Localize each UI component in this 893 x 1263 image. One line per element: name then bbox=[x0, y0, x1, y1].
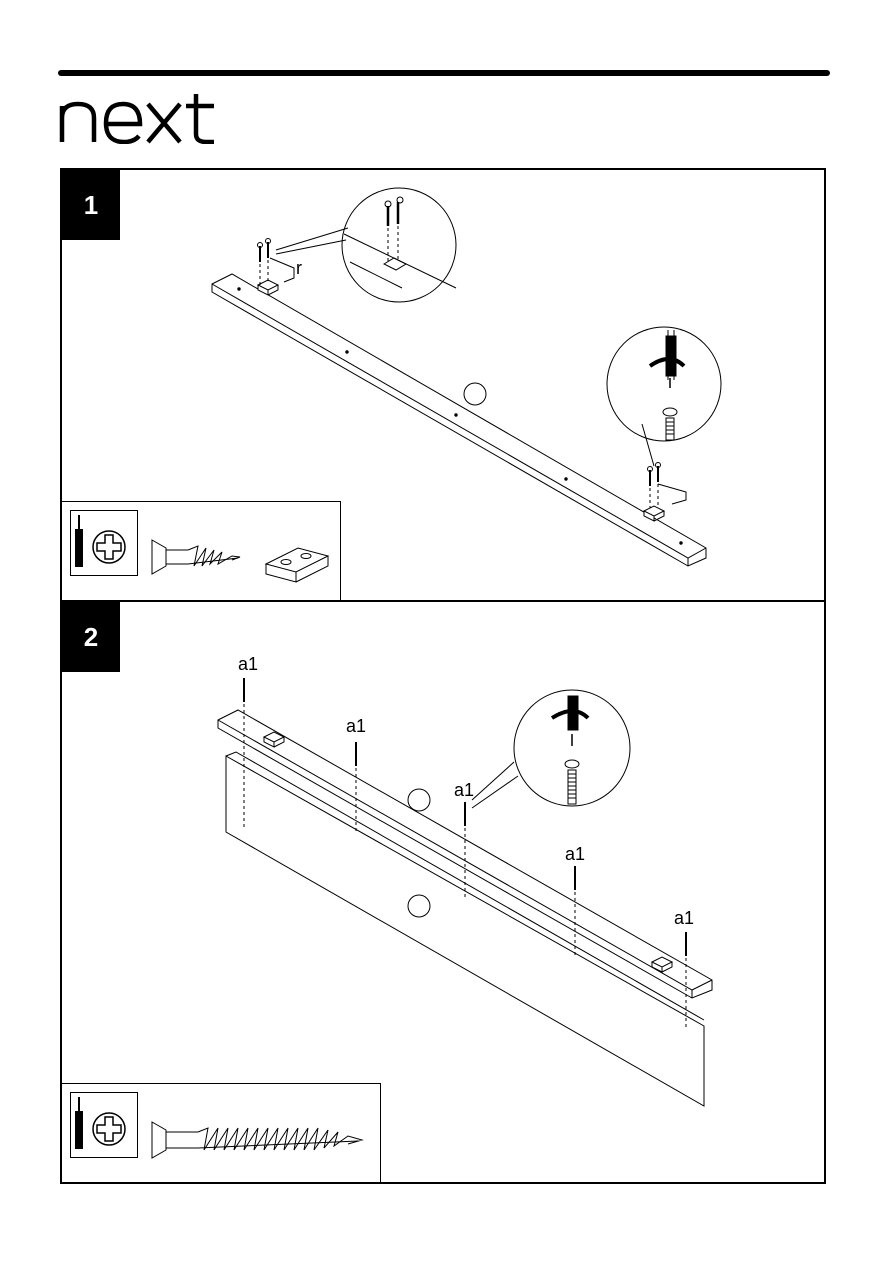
long-wood-screw-icon bbox=[148, 1118, 370, 1162]
brand-logo bbox=[58, 94, 218, 144]
next-logo-icon bbox=[58, 94, 218, 144]
header-rule bbox=[58, 70, 830, 76]
phillips-screwdriver-icon bbox=[70, 510, 138, 576]
step-1-parts-box bbox=[62, 501, 341, 600]
screw-label-a1: a1 bbox=[674, 908, 694, 928]
screw-label-a1: a1 bbox=[565, 844, 585, 864]
wood-screw-icon bbox=[148, 536, 244, 578]
step-1-panel: 1 bbox=[60, 168, 826, 602]
step-2-parts-box bbox=[62, 1083, 381, 1182]
screw-label-a1: a1 bbox=[454, 780, 474, 800]
screw-label-a1: a1 bbox=[238, 654, 258, 674]
connector-block-icon bbox=[262, 540, 332, 584]
step-2-panel: 2 bbox=[60, 600, 826, 1184]
phillips-screwdriver-icon bbox=[70, 1092, 138, 1158]
screw-label-a1: a1 bbox=[346, 716, 366, 736]
callout-label: r bbox=[296, 258, 302, 278]
